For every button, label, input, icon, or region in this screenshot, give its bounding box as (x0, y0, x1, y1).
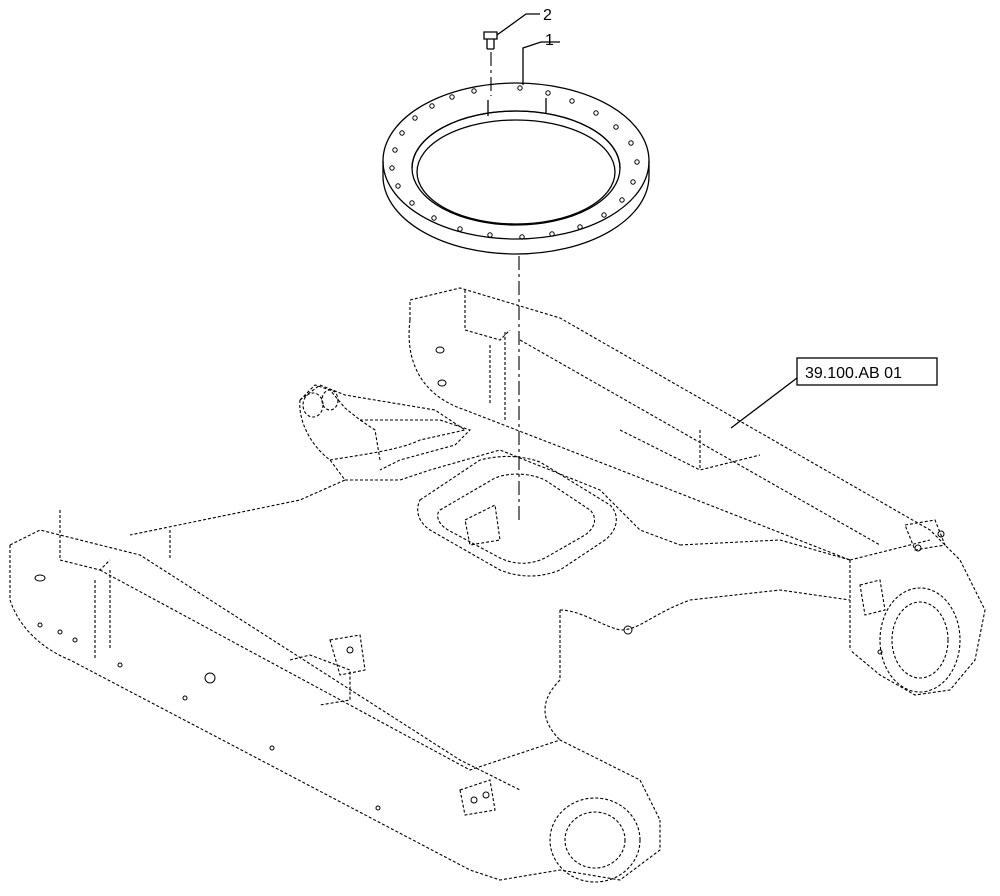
lower-frame[interactable] (9, 287, 986, 883)
leader-item-1 (522, 41, 560, 85)
reference-callout[interactable]: 39.100.AB 01 (730, 357, 938, 429)
reference-box (796, 357, 938, 386)
reference-leader (730, 377, 798, 429)
callout-1: 1 (545, 32, 554, 49)
callout-2: 2 (543, 7, 552, 24)
ring-bolt-holes (389, 85, 640, 240)
bolt[interactable] (483, 31, 498, 50)
leader-item-2 (496, 13, 540, 36)
reference-label: 39.100.AB 01 (805, 365, 902, 382)
slewing-ring[interactable] (382, 82, 650, 255)
